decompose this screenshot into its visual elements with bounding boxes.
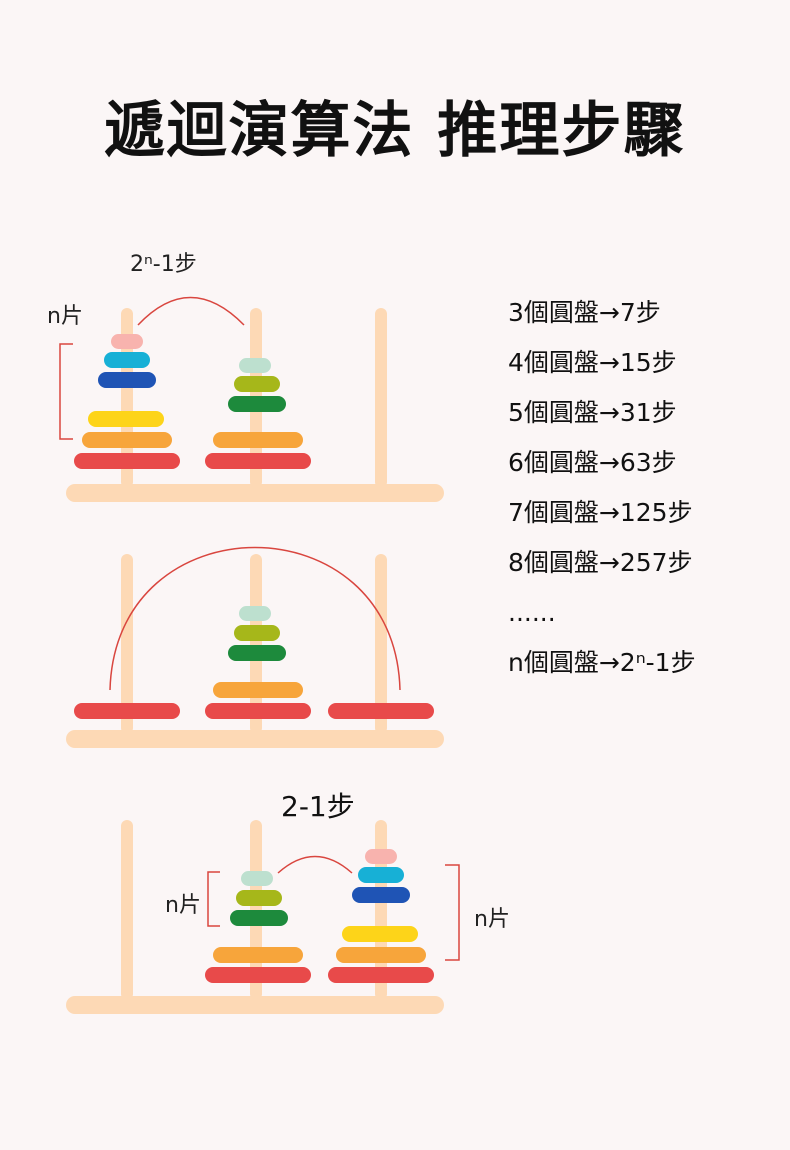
disk <box>213 432 303 448</box>
disk <box>328 967 434 983</box>
disk <box>88 411 164 427</box>
arc-label: 2ⁿ-1步 <box>130 252 197 277</box>
move-arc <box>277 855 353 874</box>
disk <box>205 703 311 719</box>
stack-bracket <box>445 864 460 961</box>
disk <box>234 625 280 641</box>
disk <box>234 376 280 392</box>
peg <box>375 308 387 488</box>
arc-label: 2-1步 <box>281 790 355 823</box>
peg <box>121 554 133 734</box>
disk <box>239 358 271 373</box>
disk <box>98 372 156 388</box>
disk <box>74 703 180 719</box>
disk <box>239 606 271 621</box>
disk <box>236 890 282 906</box>
disk <box>104 352 150 368</box>
stack-label: n片 <box>47 304 83 329</box>
list-item: 8個圓盤→257步 <box>508 548 693 577</box>
list-item: 5個圓盤→31步 <box>508 398 677 427</box>
disk <box>228 645 286 661</box>
base-plank <box>66 484 444 502</box>
disk <box>74 453 180 469</box>
disk <box>82 432 172 448</box>
list-item: 7個圓盤→125步 <box>508 498 693 527</box>
disk <box>213 682 303 698</box>
disk <box>111 334 143 349</box>
disk <box>230 910 288 926</box>
stack-label: n片 <box>474 907 510 932</box>
disk <box>241 871 273 886</box>
disk <box>352 887 410 903</box>
peg <box>375 554 387 734</box>
stack-label: n片 <box>165 893 201 918</box>
base-plank <box>66 996 444 1014</box>
hanoi-diagram-2 <box>66 546 444 748</box>
hanoi-diagram-1 <box>59 296 444 502</box>
disk <box>342 926 418 942</box>
page-title: 遞迴演算法 推理步驟 <box>104 96 686 166</box>
disk <box>205 453 311 469</box>
stack-bracket <box>207 871 220 927</box>
disk <box>213 947 303 963</box>
disk <box>328 703 434 719</box>
base-plank <box>66 730 444 748</box>
list-item: ...... <box>508 598 556 627</box>
peg <box>121 820 133 1000</box>
disk <box>365 849 397 864</box>
list-item: 3個圓盤→7步 <box>508 298 661 327</box>
disk <box>205 967 311 983</box>
stack-bracket <box>59 343 73 440</box>
list-item: n個圓盤→2ⁿ-1步 <box>508 648 696 677</box>
list-item: 6個圓盤→63步 <box>508 448 677 477</box>
move-arc <box>137 296 245 326</box>
move-arc <box>109 546 401 691</box>
list-item: 4個圓盤→15步 <box>508 348 677 377</box>
disk <box>228 396 286 412</box>
hanoi-diagram-3 <box>66 820 460 1014</box>
disk <box>336 947 426 963</box>
disk <box>358 867 404 883</box>
steps-list: 3個圓盤→7步 4個圓盤→15步 5個圓盤→31步 6個圓盤→63步 7個圓盤→… <box>508 292 696 692</box>
